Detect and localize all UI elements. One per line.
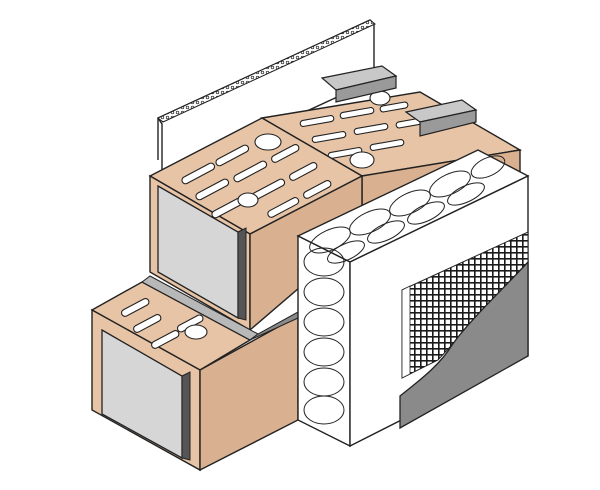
lower-grip-pocket bbox=[101, 328, 191, 461]
reinforcement-mesh bbox=[401, 231, 529, 379]
render-finish bbox=[399, 260, 529, 430]
cavity-separator-sheet bbox=[156, 19, 376, 180]
upper-grip-pocket bbox=[157, 184, 247, 321]
mortar-capping-strips bbox=[320, 65, 478, 137]
